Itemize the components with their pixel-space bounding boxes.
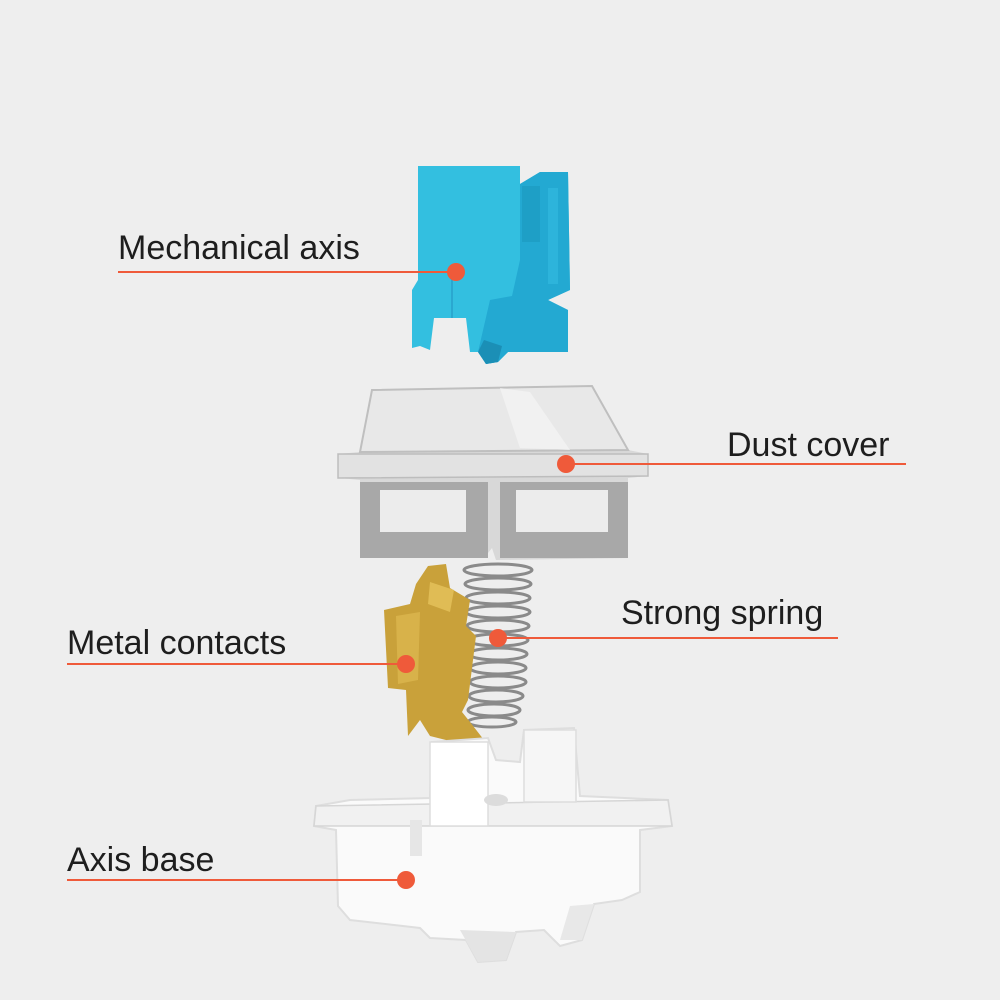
axis-base-part xyxy=(312,726,674,964)
label-axis-base: Axis base xyxy=(67,841,215,879)
label-mechanical-axis: Mechanical axis xyxy=(118,229,360,267)
label-dust-cover: Dust cover xyxy=(727,426,890,464)
label-metal-contacts: Metal contacts xyxy=(67,624,287,662)
leader-strong-spring xyxy=(489,629,838,647)
mechanical-axis-part xyxy=(412,166,570,364)
label-strong-spring: Strong spring xyxy=(621,594,824,632)
dust-cover-part xyxy=(337,384,649,560)
leader-axis-base xyxy=(67,871,415,889)
leader-metal-contacts xyxy=(67,655,415,673)
leader-dust-cover xyxy=(557,455,906,473)
leader-mechanical-axis xyxy=(118,263,465,281)
